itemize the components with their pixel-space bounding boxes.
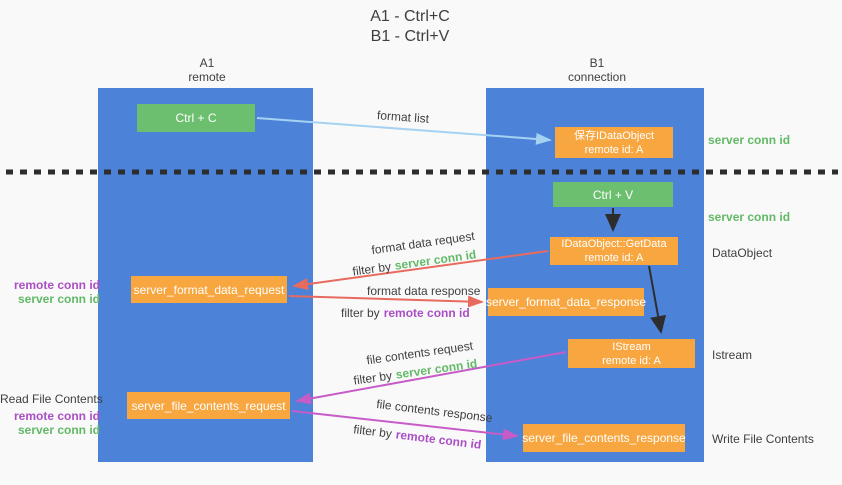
write-file-contents-label: Write File Contents — [712, 432, 814, 446]
ctrl-c-box: Ctrl + C — [137, 104, 255, 132]
filter-by-text: filter by — [352, 422, 393, 441]
server-format-data-response-label: server_format_data_response — [485, 295, 647, 309]
getdata-line2: remote id: A — [584, 252, 644, 264]
server-format-data-response-box: server_format_data_response — [485, 288, 647, 316]
remote-conn-id-left-1: remote conn id — [13, 278, 100, 292]
file-contents-response-label: file contents response — [375, 396, 494, 426]
filter-by-text: filter by — [352, 368, 393, 388]
server-conn-id-right-mid: server conn id — [708, 210, 791, 224]
save-idataobject-line2: remote id: A — [584, 143, 644, 156]
ctrl-v-box: Ctrl + V — [553, 182, 673, 207]
save-idataobject-box: 保存IDataObject remote id: A — [555, 127, 673, 158]
server-file-contents-request-label: server_file_contents_request — [131, 398, 286, 413]
title-line-2: B1 - Ctrl+V — [370, 28, 450, 45]
filter-by-text: filter by — [341, 306, 380, 320]
server-file-contents-response-box: server_file_contents_response — [522, 424, 686, 452]
server-file-contents-response-label: server_file_contents_response — [522, 431, 686, 445]
remote-conn-id-text: remote conn id — [394, 427, 483, 452]
server-conn-id-left-1: server conn id — [17, 292, 100, 306]
column-header-b1: B1 connection — [537, 56, 657, 84]
server-conn-id-right-top: server conn id — [708, 133, 791, 147]
save-idataobject-line1: 保存IDataObject — [573, 129, 655, 142]
column-b1-title: B1 — [589, 56, 605, 70]
remote-conn-id-left-2: remote conn id — [13, 409, 100, 423]
idataobject-getdata-box: IDataObject::GetData remote id: A — [550, 237, 678, 265]
format-list-label: format list — [376, 108, 430, 126]
remote-conn-id-text: remote conn id — [383, 306, 470, 320]
server-conn-id-left-2: server conn id — [17, 423, 100, 437]
server-format-data-request-box: server_format_data_request — [131, 276, 287, 303]
getdata-line1: IDataObject::GetData — [561, 238, 667, 250]
column-a1-subtitle: remote — [188, 70, 226, 84]
server-file-contents-request-box: server_file_contents_request — [127, 392, 290, 419]
page-title: A1 - Ctrl+C B1 - Ctrl+V — [330, 7, 490, 47]
dataobject-label: DataObject — [712, 246, 773, 260]
istream-line1: IStream — [612, 340, 651, 353]
format-data-response-label: format data response — [367, 284, 481, 298]
istream-line2: remote id: A — [602, 354, 661, 367]
ctrl-v-label: Ctrl + V — [592, 187, 634, 202]
title-line-1: A1 - Ctrl+C — [370, 8, 450, 25]
column-b1-subtitle: connection — [567, 70, 627, 84]
server-format-data-request-label: server_format_data_request — [133, 282, 285, 297]
filter-by-text: filter by — [351, 259, 392, 279]
column-header-a1: A1 remote — [147, 56, 267, 84]
read-file-contents-label: Read File Contents — [0, 392, 103, 406]
istream-box: IStream remote id: A — [568, 339, 695, 368]
column-a1-title: A1 — [199, 56, 215, 70]
ctrl-c-label: Ctrl + C — [175, 111, 217, 125]
istream-side-label: Istream — [712, 348, 753, 362]
